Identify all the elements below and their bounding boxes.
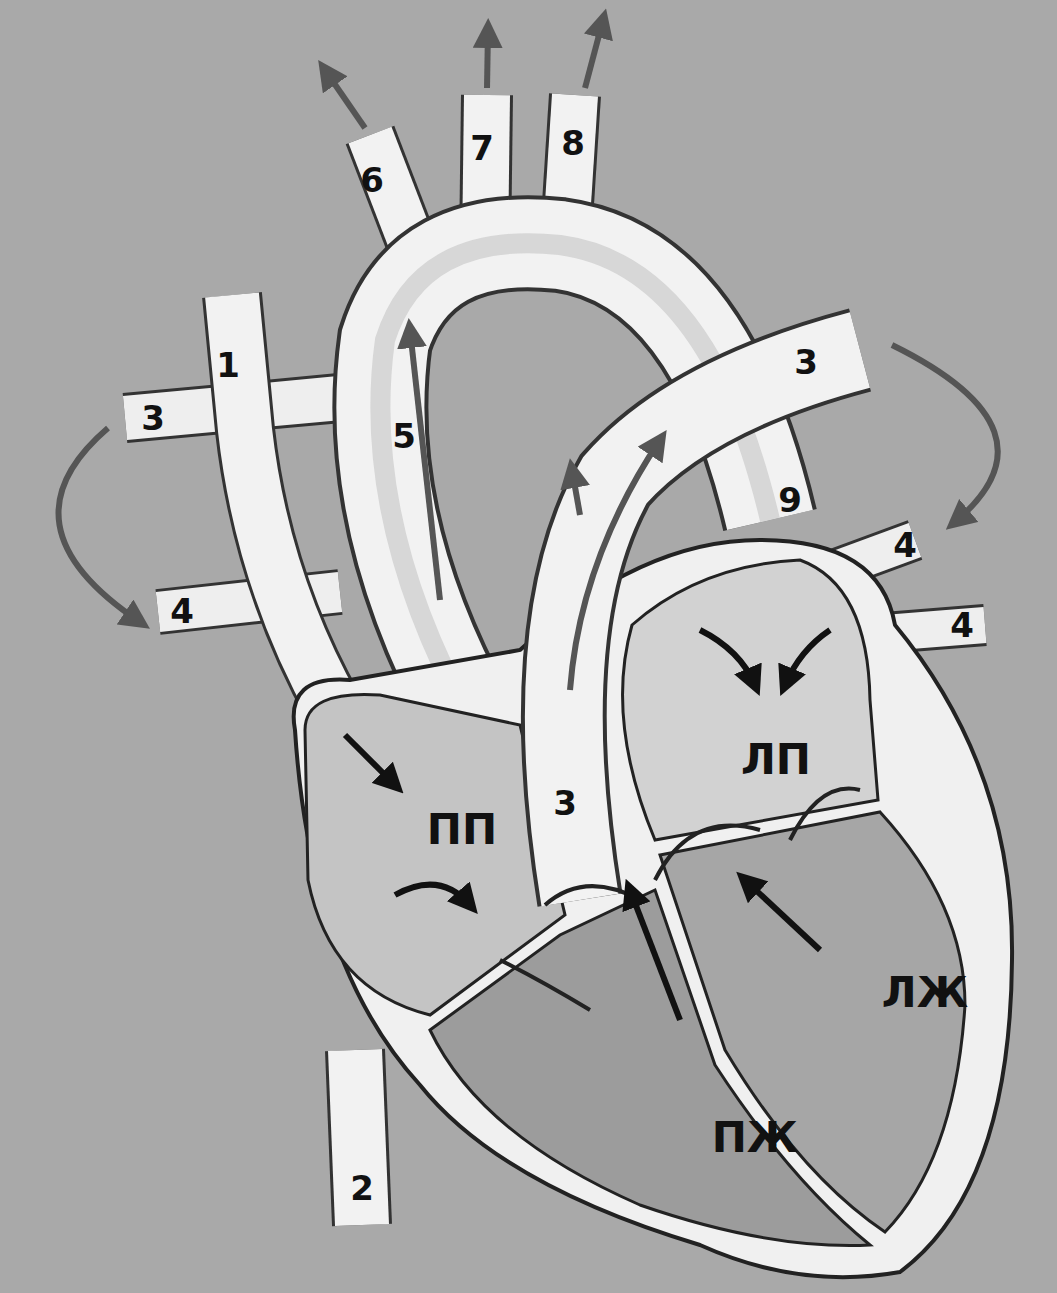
callout-number: 3 xyxy=(794,345,818,379)
chamber-label: ЛЖ xyxy=(882,972,968,1014)
callout-number: 4 xyxy=(893,528,917,562)
callout-number: 2 xyxy=(350,1171,374,1205)
callout-number: 7 xyxy=(470,131,494,165)
callout-number: 4 xyxy=(170,594,194,628)
callout-number: 4 xyxy=(950,608,974,642)
heart-wall xyxy=(294,540,1012,1277)
callout-number: 8 xyxy=(561,126,585,160)
callout-number: 9 xyxy=(778,483,802,517)
chamber-arrows xyxy=(345,630,830,1020)
pulmonary-trunk xyxy=(564,350,860,900)
chamber-label: ЛП xyxy=(741,739,811,781)
left-atrium xyxy=(623,560,878,840)
flow-arrows xyxy=(59,20,998,690)
callout-number: 1 xyxy=(216,348,240,382)
right-ventricle xyxy=(430,890,870,1246)
callout-number: 5 xyxy=(392,419,416,453)
chamber-label: ПП xyxy=(427,809,497,851)
callout-number: 6 xyxy=(360,163,384,197)
callout-number: 3 xyxy=(553,786,577,820)
callout-number: 3 xyxy=(141,401,165,435)
chamber-label: ПЖ xyxy=(712,1117,799,1159)
valves xyxy=(500,789,860,1010)
